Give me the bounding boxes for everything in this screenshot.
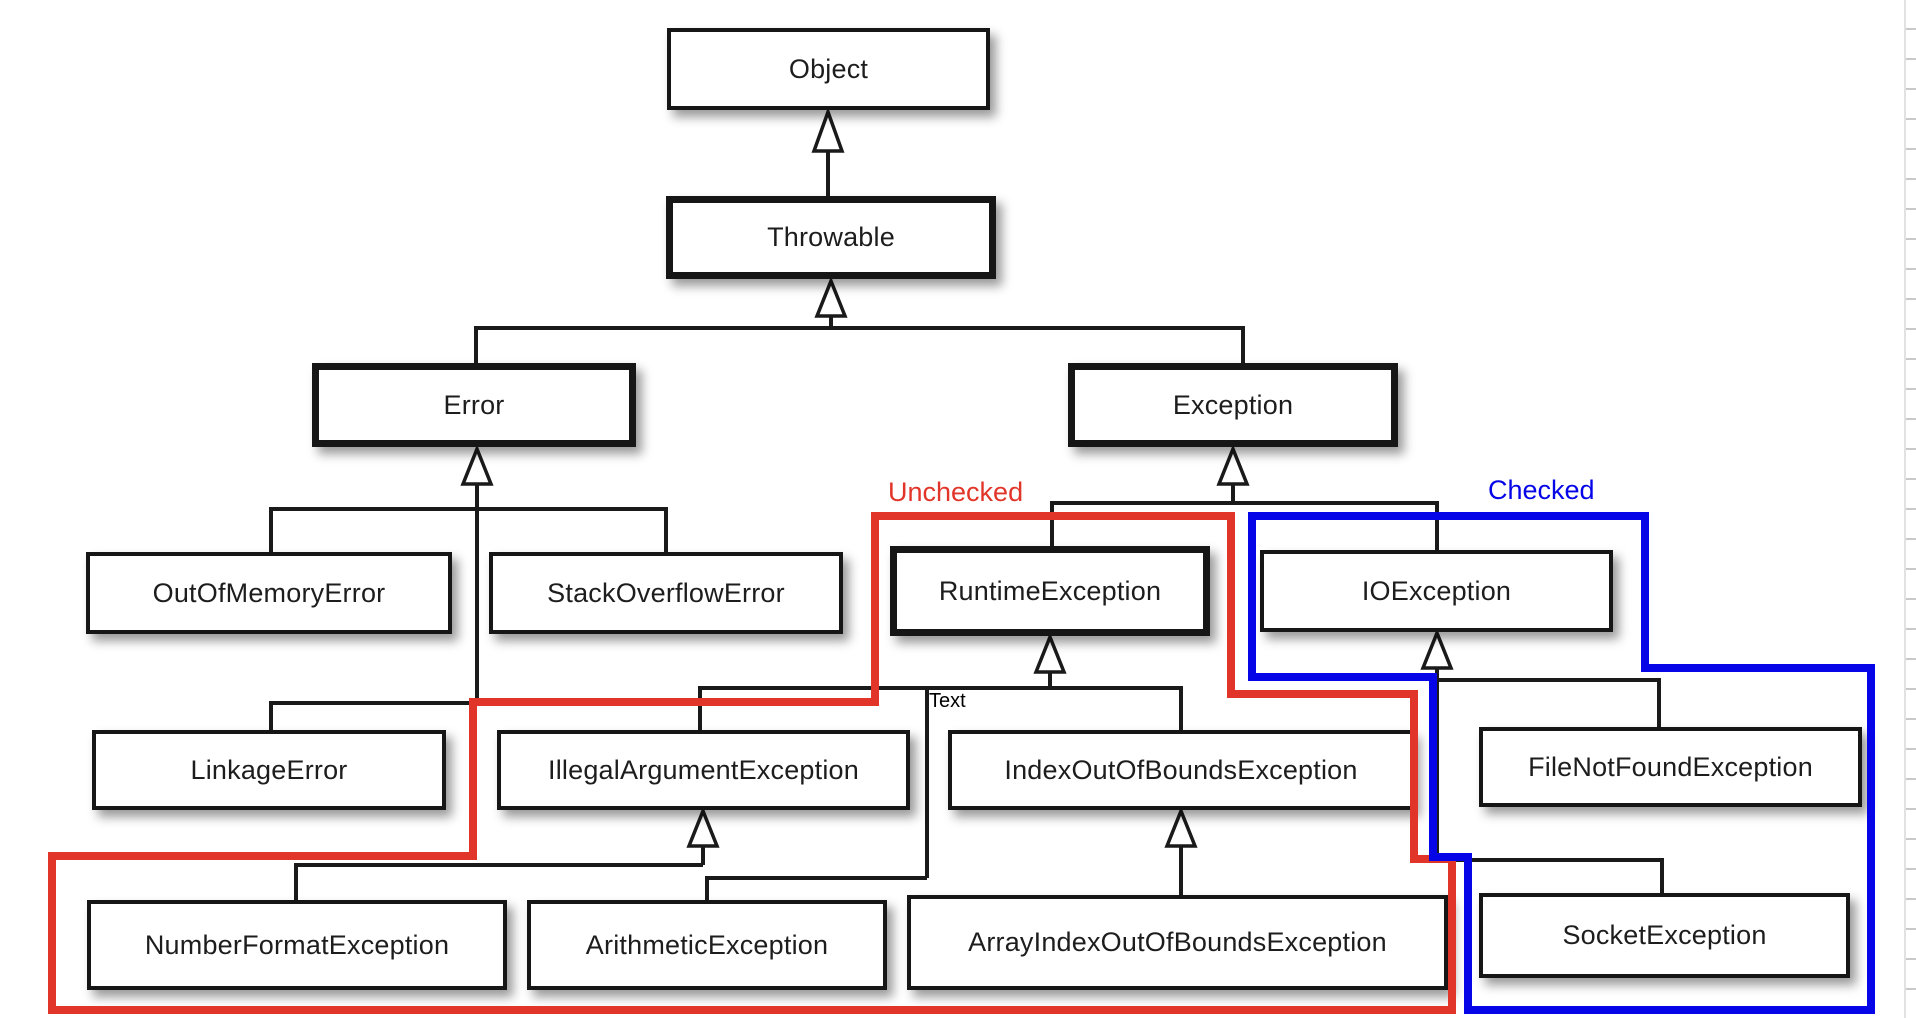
edge-filenotfound-branch [1437,678,1661,729]
edge-linkage-branch [269,701,477,732]
class-box-io-exception: IOException [1260,550,1613,632]
inheritance-arrow-to-io-exception [1420,628,1454,670]
edge-bus-runtime-io [1050,501,1439,552]
class-label-stack-overflow-error: StackOverflowError [547,577,785,608]
class-label-file-not-found-exception: FileNotFoundException [1528,751,1813,782]
class-box-stack-overflow-error: StackOverflowError [489,552,843,634]
class-label-error: Error [443,389,505,420]
inheritance-arrow-to-exception [1216,444,1250,486]
class-label-io-exception: IOException [1361,575,1512,606]
class-label-throwable: Throwable [767,222,895,252]
edge-socket-branch [1437,858,1664,895]
class-label-illegal-argument-exception: IllegalArgumentException [548,754,859,785]
class-label-linkage-error: LinkageError [190,754,348,785]
edge-bus-oom-sof [269,507,668,554]
class-box-socket-exception: SocketException [1479,893,1850,978]
class-label-runtime-exception: RuntimeException [938,575,1162,606]
class-label-object: Object [788,53,869,84]
inheritance-arrow-to-throwable [814,276,848,318]
edge-numberformat-branch [294,863,703,902]
class-box-index-out-of-bounds-exception: IndexOutOfBoundsException [948,730,1414,810]
class-label-number-format-exception: NumberFormatException [144,929,450,960]
class-label-socket-exception: SocketException [1562,920,1767,950]
class-label-exception: Exception [1172,389,1294,420]
ruler-tick-marks [1904,0,1916,1018]
class-box-out-of-memory-error: OutOfMemoryError [86,552,452,634]
inheritance-arrow-to-illegal-argument [686,806,720,848]
class-box-error: Error [312,363,636,447]
unchecked-label: Unchecked [888,477,1024,507]
class-box-arithmetic-exception: ArithmeticException [527,900,887,990]
class-label-out-of-memory-error: OutOfMemoryError [152,577,386,608]
class-box-number-format-exception: NumberFormatException [87,900,507,990]
class-box-runtime-exception: RuntimeException [890,546,1210,636]
class-box-object: Object [667,28,990,110]
class-label-index-out-of-bounds-exception: IndexOutOfBoundsException [1004,754,1358,785]
class-label-array-index-out-of-bounds-exception: ArrayIndexOutOfBoundsException [968,927,1387,957]
class-label-arithmetic-exception: ArithmeticException [585,929,829,960]
inheritance-arrow-to-error [460,444,494,486]
inheritance-arrow-to-object [811,106,845,153]
class-box-array-index-out-of-bounds-exception: ArrayIndexOutOfBoundsException [907,895,1448,990]
class-box-exception: Exception [1068,363,1398,447]
class-box-linkage-error: LinkageError [92,730,446,810]
checked-label: Checked [1488,475,1595,505]
inheritance-arrow-to-runtime-exception [1033,632,1067,674]
inheritance-arrow-to-index-out-of-bounds [1164,806,1198,848]
edge-arithmetic-branch [705,876,927,902]
class-box-file-not-found-exception: FileNotFoundException [1479,727,1862,807]
class-box-illegal-argument-exception: IllegalArgumentException [497,730,910,810]
edge-bus-error-exception [474,326,1245,365]
class-box-throwable: Throwable [666,196,996,279]
text-note-label: Text [929,690,966,712]
